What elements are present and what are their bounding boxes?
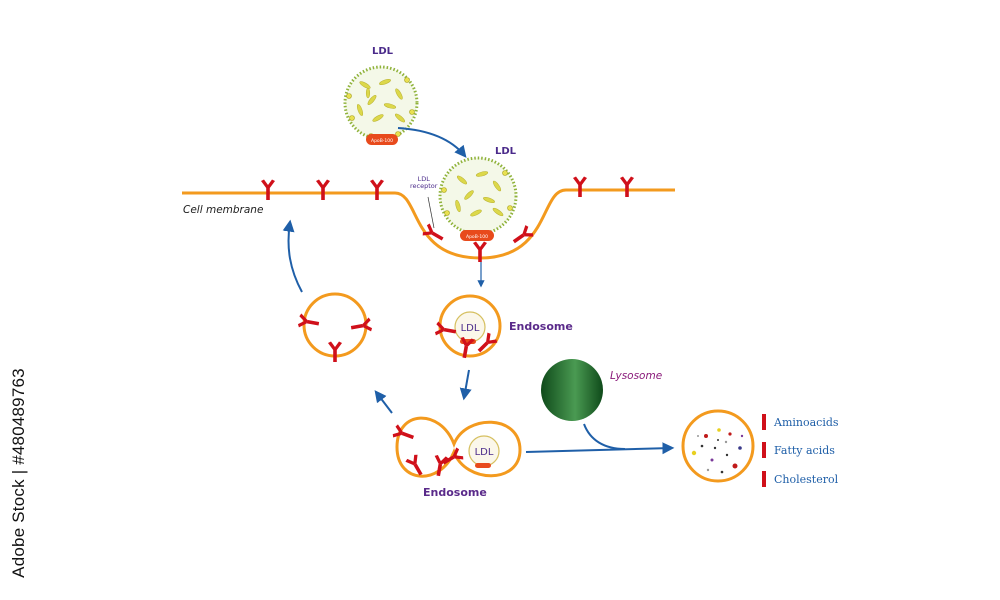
arrow-ldl-approach [397,127,467,158]
endosome-2-label: Endosome [423,486,487,499]
endosome-2: LDL [391,416,522,479]
membrane-receptor [620,176,634,197]
receptor-pointer [427,196,435,229]
arrow-to-recycling [374,390,393,414]
endosome-2-ldl-label: LDL [475,447,494,458]
apob-label-bound: ApoB-100 [466,234,488,240]
legend-swatch [762,471,766,487]
endosome-1-ldl-label: LDL [461,323,480,334]
membrane-receptor [316,179,330,200]
legend-swatch [762,442,766,458]
membrane-receptor [261,179,275,200]
membrane-receptor [573,176,587,197]
ldl-particle-bound: ApoB-100 [438,156,518,241]
ldl-receptor-label-line2: receptor [410,182,438,190]
degradation-vesicle [681,409,755,483]
ldl-bound-label: LDL [495,146,517,157]
recycling-vesicle [297,292,373,362]
endosome-1: LDL [434,294,502,360]
ldl-particle-top: ApoB-100 [343,65,419,145]
legend-label: Fatty acids [774,443,835,457]
legend-item-fatty-acids: Fatty acids [762,441,835,459]
lysosome [541,359,603,421]
legend-swatch [762,414,766,430]
arrow-to-sorting [459,369,472,401]
membrane-receptor [370,179,384,200]
arrow-receptor-recycling [282,219,303,293]
endosome-1-label: Endosome [509,320,573,333]
cell-membrane-label: Cell membrane [183,204,264,216]
side-watermark-text: Adobe Stock | #480489763 [9,368,28,578]
lysosome-label: Lysosome [610,370,663,382]
apob-label-top: ApoB-100 [371,138,393,144]
ldl-receptor-label: LDL receptor [410,176,437,190]
arrow-to-degradation [525,442,675,455]
legend-item-cholesterol: Cholesterol [762,470,838,488]
legend-item-aminoacids: Aminoacids [762,413,839,431]
legend-label: Cholesterol [774,472,839,486]
ldl-top-label: LDL [372,46,394,57]
ldl-receptor-label-line1: LDL [417,175,430,183]
side-watermark: Adobe Stock | #480489763 [4,355,34,590]
legend-label: Aminoacids [774,415,839,429]
arrow-lysosome-merge [583,423,626,450]
